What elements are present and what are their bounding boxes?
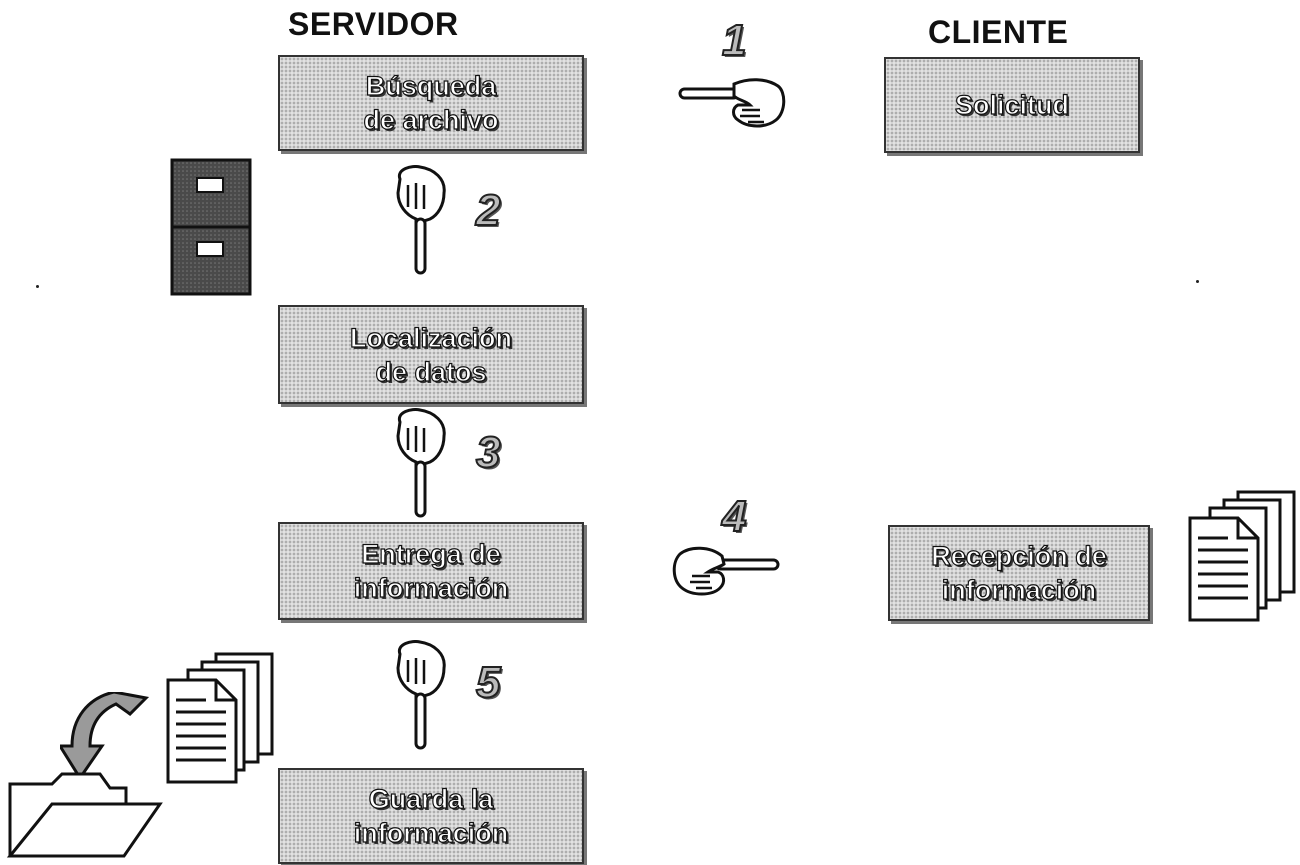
search-file-line-1: Búsqueda bbox=[365, 70, 497, 101]
step-4-number: 4 bbox=[721, 491, 748, 542]
reception-line-2: información bbox=[941, 574, 1097, 605]
delivery-line-1: Entrega de bbox=[361, 538, 502, 569]
step-1-number: 1 bbox=[721, 15, 748, 66]
save-line-1: Guarda la bbox=[368, 783, 494, 814]
delivery-box: Entrega de información bbox=[278, 522, 584, 620]
save-box: Guarda la información bbox=[278, 768, 584, 864]
scan-speck bbox=[1196, 280, 1199, 283]
document-stack-icon bbox=[166, 652, 274, 784]
step-3-number: 3 bbox=[475, 427, 502, 478]
open-folder-icon bbox=[6, 772, 163, 858]
reception-line-1: Recepción de bbox=[931, 540, 1108, 571]
step-5-number: 5 bbox=[475, 657, 502, 708]
save-line-2: información bbox=[353, 817, 509, 848]
pointing-hand-down-icon bbox=[396, 408, 446, 518]
step-2-number: 2 bbox=[475, 185, 502, 236]
document-stack-icon bbox=[1188, 490, 1296, 622]
reception-box: Recepción de información bbox=[888, 525, 1150, 621]
pointing-hand-left-icon bbox=[672, 546, 780, 596]
pointing-hand-down-icon bbox=[396, 640, 446, 750]
data-location-line-2: de datos bbox=[375, 356, 487, 387]
client-heading: CLIENTE bbox=[928, 14, 1069, 50]
request-line-1: Solicitud bbox=[954, 89, 1069, 120]
search-file-line-2: de archivo bbox=[363, 104, 499, 135]
scan-speck bbox=[36, 285, 39, 288]
delivery-line-2: información bbox=[353, 572, 509, 603]
request-box: Solicitud bbox=[884, 57, 1140, 153]
data-location-line-1: Localización bbox=[349, 322, 513, 353]
pointing-hand-left-icon bbox=[678, 78, 786, 128]
search-file-box: Búsqueda de archivo bbox=[278, 55, 584, 151]
pointing-hand-down-icon bbox=[396, 165, 446, 275]
file-cabinet-icon bbox=[170, 158, 252, 296]
server-heading: SERVIDOR bbox=[288, 6, 459, 42]
data-location-box: Localización de datos bbox=[278, 305, 584, 404]
